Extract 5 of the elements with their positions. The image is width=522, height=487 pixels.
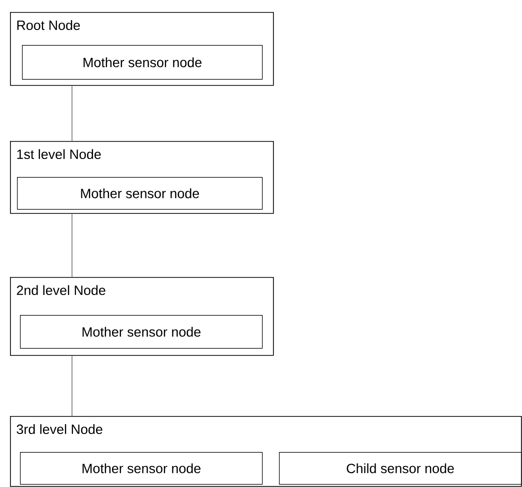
sensor-box: Child sensor node [279, 452, 522, 485]
sensor-box: Mother sensor node [22, 45, 263, 80]
sensor-box: Mother sensor node [20, 314, 263, 349]
sensor-box: Mother sensor node [20, 452, 263, 485]
sensor-box: Mother sensor node [17, 176, 263, 210]
